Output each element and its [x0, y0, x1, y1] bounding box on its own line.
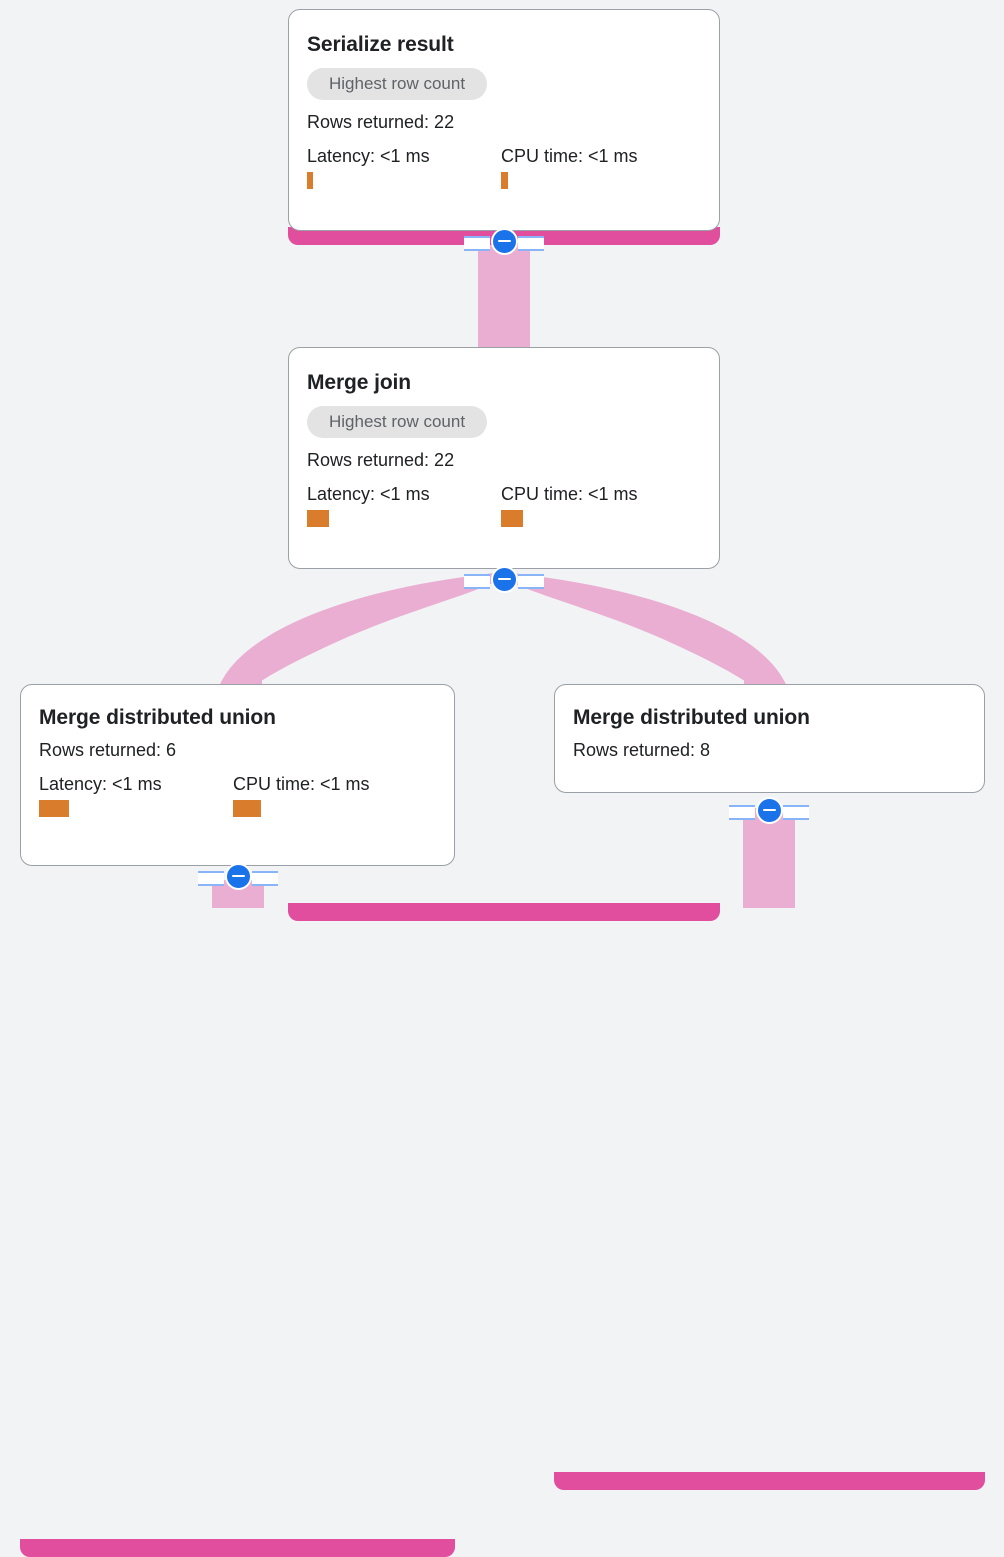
highest-row-count-badge: Highest row count — [307, 68, 488, 100]
toggle-wing-left-icon — [464, 236, 490, 251]
cpu-time-metric: CPU time: <1 ms — [233, 774, 370, 817]
latency-bar — [307, 510, 329, 527]
latency-metric: Latency: <1 ms — [307, 146, 501, 189]
toggle-wing-right-icon — [252, 871, 278, 886]
rows-returned-value: Rows returned: 8 — [573, 740, 711, 760]
cpu-time-bar — [501, 172, 508, 189]
node-merge-distributed-union-right-footer-bar — [554, 1472, 985, 1490]
toggle-serialize-result[interactable] — [461, 224, 547, 258]
collapse-minus-icon[interactable] — [490, 565, 518, 593]
latency-metric: Latency: <1 ms — [39, 774, 233, 817]
rows-returned-value: Rows returned: 22 — [307, 112, 455, 132]
latency-bar — [307, 172, 313, 189]
latency-bar — [39, 800, 69, 817]
cpu-time-metric: CPU time: <1 ms — [501, 484, 638, 527]
node-title: Merge join — [307, 371, 412, 394]
edge-serialize-to-mergejoin — [478, 238, 530, 350]
execution-plan-canvas: Serialize result Highest row count Rows … — [20, 9, 985, 1557]
latency-metric: Latency: <1 ms — [307, 484, 501, 527]
edge-right-union-down — [743, 808, 795, 908]
minus-glyph — [497, 239, 511, 243]
node-merge-distributed-union-left-footer-bar — [20, 1539, 455, 1557]
node-metrics: Latency: <1 ms CPU time: <1 ms — [39, 774, 454, 817]
node-merge-join[interactable]: Merge join Highest row count Rows return… — [288, 347, 720, 921]
rows-returned-value: Rows returned: 22 — [307, 450, 455, 470]
toggle-wing-left-icon — [729, 805, 755, 820]
node-title: Serialize result — [307, 33, 454, 56]
cpu-time-label: CPU time: <1 ms — [501, 146, 638, 166]
node-merge-distributed-union-left[interactable]: Merge distributed union Rows returned: 6… — [20, 684, 455, 1557]
toggle-wing-right-icon — [783, 805, 809, 820]
node-merge-distributed-union-right-card[interactable]: Merge distributed union Rows returned: 8 — [554, 684, 985, 793]
minus-glyph — [231, 874, 245, 878]
node-merge-distributed-union-left-card[interactable]: Merge distributed union Rows returned: 6… — [20, 684, 455, 866]
collapse-minus-icon[interactable] — [490, 227, 518, 255]
toggle-merge-distributed-union-right[interactable] — [726, 793, 812, 827]
highest-row-count-badge: Highest row count — [307, 406, 488, 438]
toggle-wing-right-icon — [518, 236, 544, 251]
node-merge-join-footer-bar — [288, 903, 720, 921]
node-serialize-result[interactable]: Serialize result Highest row count Rows … — [288, 9, 720, 245]
collapse-minus-icon[interactable] — [224, 862, 252, 890]
latency-label: Latency: <1 ms — [307, 484, 430, 504]
node-title: Merge distributed union — [39, 706, 276, 729]
toggle-merge-distributed-union-left[interactable] — [195, 859, 281, 893]
cpu-time-metric: CPU time: <1 ms — [501, 146, 638, 189]
cpu-time-label: CPU time: <1 ms — [501, 484, 638, 504]
collapse-minus-icon[interactable] — [755, 796, 783, 824]
edge-mergejoin-to-right-union-body — [503, 572, 791, 706]
minus-glyph — [497, 577, 511, 581]
latency-label: Latency: <1 ms — [39, 774, 162, 794]
toggle-wing-left-icon — [464, 574, 490, 589]
node-title: Merge distributed union — [573, 706, 810, 729]
node-merge-join-card[interactable]: Merge join Highest row count Rows return… — [288, 347, 720, 569]
node-serialize-result-card[interactable]: Serialize result Highest row count Rows … — [288, 9, 720, 231]
minus-glyph — [762, 808, 776, 812]
cpu-time-bar — [501, 510, 523, 527]
edge-mergejoin-to-left-union-body — [215, 572, 503, 706]
latency-label: Latency: <1 ms — [307, 146, 430, 166]
toggle-wing-left-icon — [198, 871, 224, 886]
rows-returned-value: Rows returned: 6 — [39, 740, 177, 760]
toggle-merge-join[interactable] — [461, 562, 547, 596]
node-merge-distributed-union-right[interactable]: Merge distributed union Rows returned: 8 — [554, 684, 985, 1490]
cpu-time-label: CPU time: <1 ms — [233, 774, 370, 794]
toggle-wing-right-icon — [518, 574, 544, 589]
node-metrics: Latency: <1 ms CPU time: <1 ms — [307, 484, 719, 527]
cpu-time-bar — [233, 800, 261, 817]
node-metrics: Latency: <1 ms CPU time: <1 ms — [307, 146, 719, 189]
